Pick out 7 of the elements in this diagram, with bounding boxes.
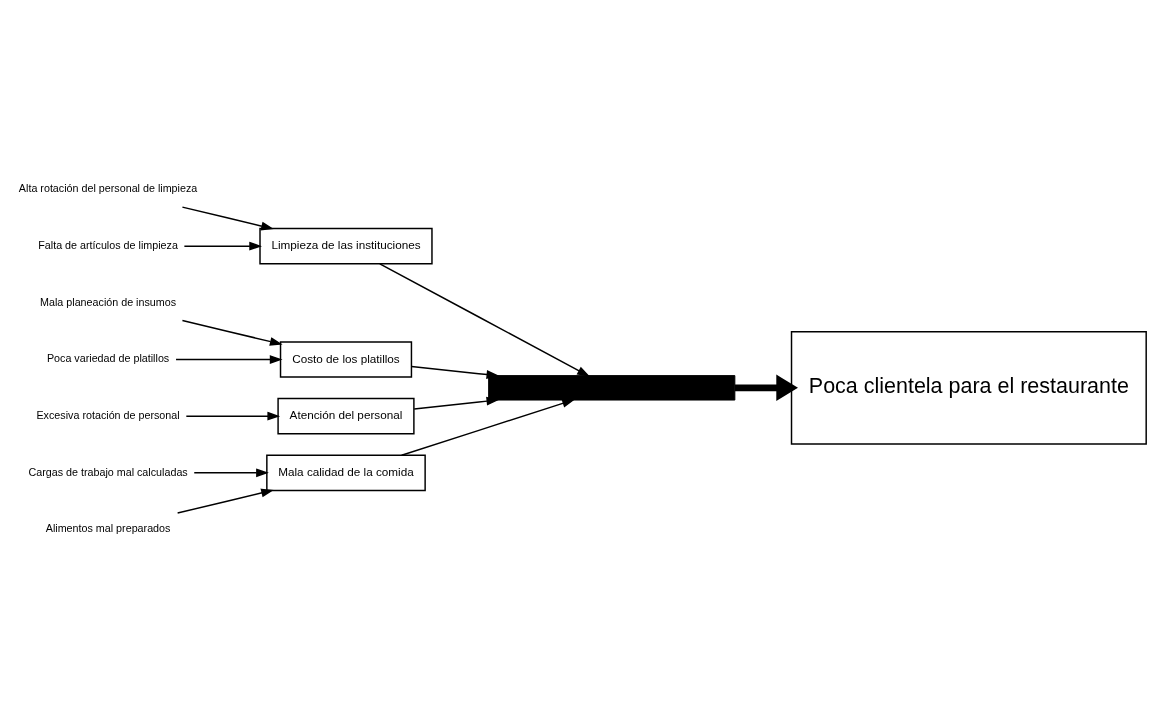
node-text: Cargas de trabajo mal calculadas [28, 465, 188, 478]
node-text: Excesiva rotación de personal [36, 408, 180, 421]
node-text: Mala planeación de insumos [40, 295, 177, 308]
node-text: Alta rotación del personal de limpieza [18, 182, 198, 195]
node-text: Falta de artículos de limpieza [38, 238, 178, 251]
node-text: Alimentos mal preparados [45, 522, 171, 535]
node-text: Poca variedad de platillos [46, 352, 170, 365]
